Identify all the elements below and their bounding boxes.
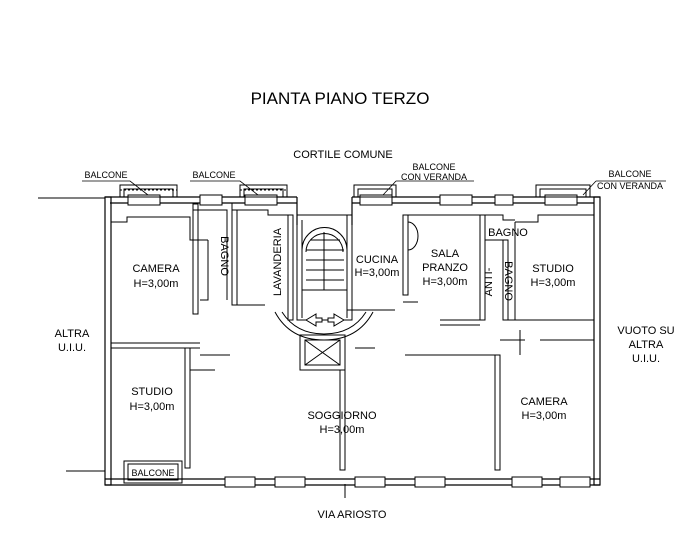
- balcony-label-4-line-2: CON VERANDA: [597, 181, 663, 191]
- label-east-line-2: ALTRA: [629, 339, 664, 351]
- room-lavanderia-name: LAVANDERIA: [272, 227, 284, 296]
- balcony-label-4-line-1: BALCONE: [608, 169, 651, 179]
- room-cucina-height: H=3,00m: [355, 267, 400, 279]
- interior-walls: [111, 203, 594, 471]
- room-sala-pranzo-line-2: PRANZO: [422, 262, 468, 274]
- room-studio-ne-name: STUDIO: [532, 263, 574, 275]
- balcony-label-2: BALCONE: [192, 170, 235, 180]
- page-title: PIANTA PIANO TERZO: [251, 89, 430, 108]
- room-studio-sw-height: H=3,00m: [130, 401, 175, 413]
- balcony-label-3-line-1: BALCONE: [412, 162, 455, 172]
- south-windows: [224, 476, 591, 488]
- room-cucina-name: CUCINA: [356, 254, 399, 266]
- room-bagno-right-name: BAGNO: [488, 227, 528, 239]
- north-windows: [127, 194, 578, 206]
- label-north: CORTILE COMUNE: [293, 149, 392, 161]
- balcony-label-1: BALCONE: [84, 170, 127, 180]
- room-soggiorno-name: SOGGIORNO: [307, 410, 377, 422]
- entrance-arrows: [305, 313, 345, 327]
- label-east-line-1: VUOTO SU: [617, 325, 674, 337]
- balconies: [119, 184, 591, 484]
- room-camera-nw-name: CAMERA: [132, 263, 180, 275]
- room-studio-sw-name: STUDIO: [131, 386, 173, 398]
- room-bagno-left-name: BAGNO: [218, 236, 230, 276]
- context-lines: [38, 197, 346, 498]
- room-sala-pranzo-line-1: SALA: [431, 248, 460, 260]
- room-camera-se-name: CAMERA: [520, 396, 568, 408]
- room-camera-se-height: H=3,00m: [522, 410, 567, 422]
- room-camera-nw-height: H=3,00m: [134, 278, 179, 290]
- room-anti-bagno-line-1: ANTI-: [483, 267, 495, 296]
- balcony-label-3-line-2: CON VERANDA: [401, 172, 467, 182]
- label-east-line-3: U.I.U.: [632, 353, 660, 365]
- label-south: VIA ARIOSTO: [318, 509, 387, 521]
- label-west-line-1: ALTRA: [55, 328, 90, 340]
- room-sala-pranzo-height: H=3,00m: [423, 276, 468, 288]
- label-west-line-2: U.I.U.: [58, 342, 86, 354]
- room-soggiorno-height: H=3,00m: [320, 424, 365, 436]
- balcony-label-5: BALCONE: [131, 468, 174, 478]
- room-studio-ne-height: H=3,00m: [531, 277, 576, 289]
- room-anti-bagno-line-2: BAGNO: [502, 261, 514, 301]
- balcony-leaders: [82, 180, 666, 196]
